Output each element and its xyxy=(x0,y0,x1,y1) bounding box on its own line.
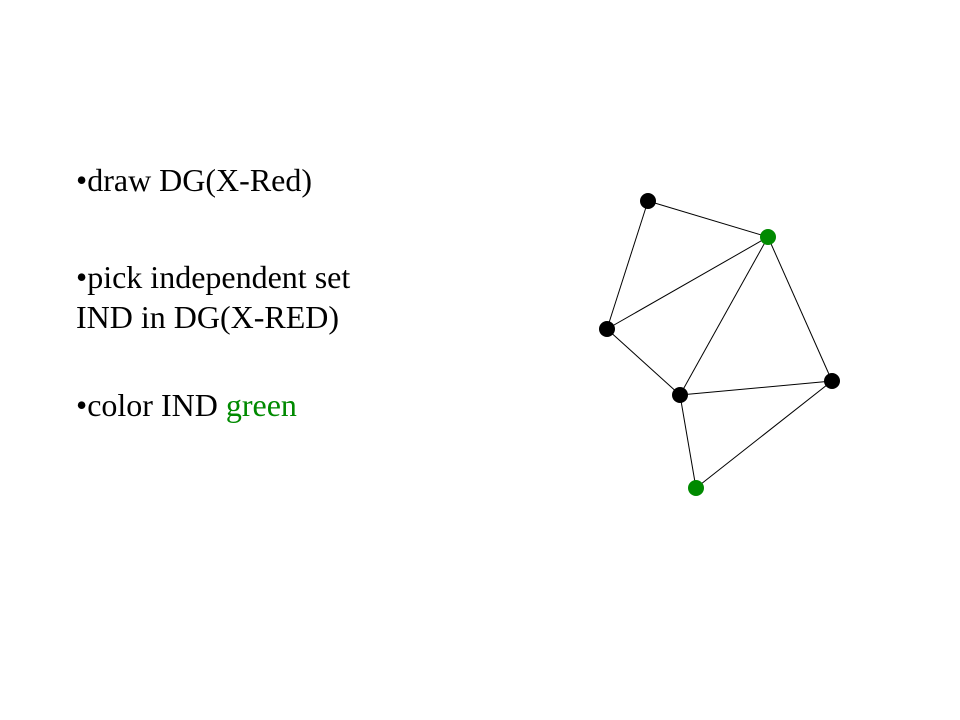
graph-edge-n5-n6 xyxy=(695,380,833,489)
graph-node-n5 xyxy=(824,373,840,389)
bullet-pick-line1: •pick independent set xyxy=(76,259,351,295)
bullet-color-green-word: green xyxy=(225,387,297,423)
graph-edge-n1-n2 xyxy=(647,200,769,238)
graph-node-n1 xyxy=(640,193,656,209)
graph-edges xyxy=(606,200,833,489)
graph-edge-n3-n4 xyxy=(606,328,681,396)
graph-node-n3 xyxy=(599,321,615,337)
bullet-color-ind: •color IND green xyxy=(76,385,297,425)
bullet-draw-dg-text: •draw DG(X-Red) xyxy=(76,162,313,198)
graph-node-n4 xyxy=(672,387,688,403)
graph-nodes xyxy=(599,193,840,496)
bullet-draw-dg: •draw DG(X-Red) xyxy=(76,160,312,200)
graph-node-n2-independent xyxy=(760,229,776,245)
bullet-pick-independent-set: •pick independent set IND in DG(X-RED) xyxy=(76,257,350,337)
graph-edge-n2-n4 xyxy=(679,236,769,396)
graph-edge-n3-n2 xyxy=(606,236,769,330)
graph-edge-n1-n3 xyxy=(606,200,649,330)
graph-edge-n4-n5 xyxy=(679,380,833,396)
bullet-pick-line2: IND in DG(X-RED) xyxy=(76,299,340,335)
graph-edge-n2-n5 xyxy=(767,236,833,382)
graph-node-n6-independent xyxy=(688,480,704,496)
bullet-color-prefix: •color IND xyxy=(76,387,226,423)
graph-edge-n4-n6 xyxy=(679,394,697,489)
